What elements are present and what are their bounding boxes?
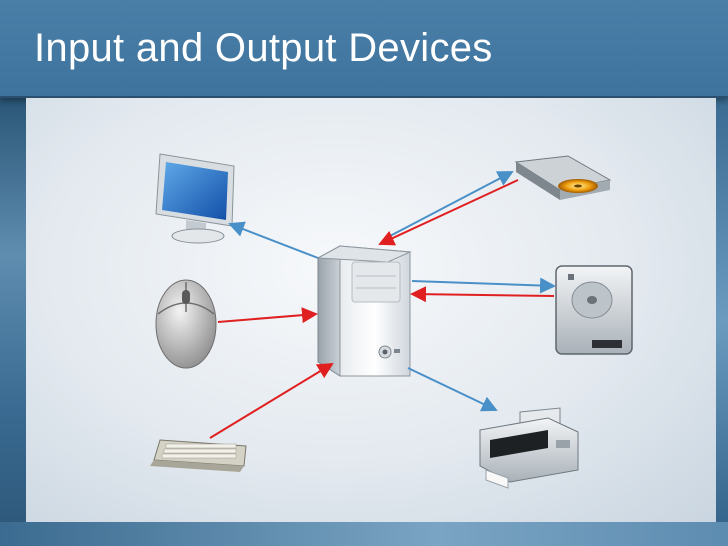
computer-tower-icon: [316, 245, 412, 377]
mouse-icon: [155, 279, 217, 369]
monitor-icon: [155, 153, 235, 244]
keyboard-icon: [150, 439, 247, 472]
background-right-strip: [716, 96, 728, 546]
output-arrows: [228, 171, 556, 412]
title-bar: Input and Output Devices: [0, 0, 728, 98]
input-arrows: [209, 179, 555, 439]
background-left-strip: [0, 96, 26, 546]
optical-drive-icon: [514, 155, 612, 200]
printer-icon: [479, 407, 579, 489]
hard-drive-icon: [555, 265, 633, 355]
background-bottom-strip: [0, 522, 728, 546]
slide-title: Input and Output Devices: [34, 26, 493, 70]
